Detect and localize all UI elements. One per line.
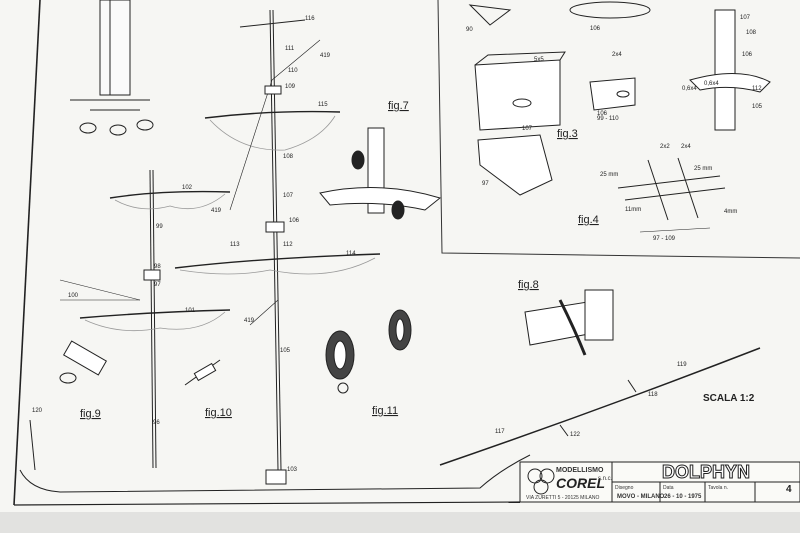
title-date-value: 26 - 10 - 1975 [664,494,702,500]
scale-label: SCALA 1:2 [703,393,755,404]
part-117: 117 [495,429,505,435]
drawing-border-bottom [13,501,521,506]
dim-2x2: 2x2 [660,144,670,150]
part-115: 115 [318,102,328,108]
fore-mast [59,169,231,469]
part-106: 106 [289,218,300,224]
fig10-label: fig.10 [205,407,232,419]
part-120: 120 [32,408,43,414]
fig7-label: fig.7 [388,100,409,112]
fig9-label: fig.9 [80,408,101,420]
part-100: 100 [68,293,79,299]
part-106-c: 106 [597,111,608,117]
fig8-label: fig.8 [518,279,539,291]
part-113: 113 [230,242,240,248]
fig9-fig10-details [59,340,221,386]
title-address: VIA ZURETTI 5 - 20125 MILANO [526,495,599,501]
inset-panel-border [437,0,800,259]
mast-top-detail [70,0,154,136]
title-date-label: Data [663,485,674,491]
part-96: 96 [153,420,160,426]
part-99: 99 [156,224,163,230]
part-106-b: 106 [590,26,601,32]
fig11-label: fig.11 [372,405,398,417]
fig3-detail [474,51,636,196]
title-sheet-label: Tavola n. [708,485,728,491]
title-sheet-value: 4 [786,484,792,495]
part-112: 112 [283,242,293,248]
part-108-inset: 108 [746,30,757,36]
title-brand-top: MODELLISMO [556,467,604,474]
table-shadow [0,512,800,533]
dim-2x4: 2x4 [612,52,622,58]
part-103: 103 [287,467,298,473]
part-119: 119 [677,362,687,368]
hull-and-bowsprit [19,347,761,493]
part-111: 111 [285,46,295,52]
dim-4mm: 4mm [724,209,737,215]
part-106-inset: 106 [742,52,753,58]
dim-2x4-b: 2x4 [681,144,691,150]
dim-11mm: 11mm [625,207,641,213]
part-105: 105 [280,348,291,354]
range-97-109: 97 - 109 [653,236,676,242]
part-105-inset: 105 [752,104,763,110]
part-98: 98 [154,264,161,270]
title-model-name: DOLPHYN [662,462,750,482]
dim-06x4-b: 0,6x4 [704,81,719,87]
part-102: 102 [182,185,193,191]
part-109: 109 [285,84,296,90]
part-107-inset: 107 [740,15,751,21]
dim-25mm-b: 25 mm [694,166,712,172]
part-419-mid: 419 [211,208,222,214]
part-419-top: 419 [320,53,331,59]
part-122: 122 [570,432,581,438]
fig4-label: fig.4 [578,214,599,226]
fig11-blocks [325,309,412,394]
title-brand-name: COREL [556,475,605,491]
mast-fitting-detail [468,1,771,131]
fig3-label: fig.3 [557,128,578,140]
part-110: 110 [288,68,298,74]
part-108: 108 [283,154,294,160]
fig7-detail [319,127,442,220]
title-designer-label: Disegno [615,485,634,491]
range-99-110: 99 - 110 [597,116,619,122]
main-mast [174,9,381,485]
part-97-b: 97 [482,181,489,187]
part-114: 114 [346,251,356,257]
dim-5x5: 5x5 [534,57,544,63]
part-118: 118 [648,392,658,398]
dim-06x4-a: 0,6x4 [682,86,697,92]
part-419-low: 419 [244,318,255,324]
part-97: 97 [154,282,161,288]
part-107-b: 107 [522,126,533,132]
dim-25mm-a: 25 mm [600,172,618,178]
drawing-border-left [13,0,41,506]
part-107: 107 [283,193,294,199]
part-90: 90 [466,27,473,33]
fig4-detail [617,157,726,233]
part-101: 101 [185,308,196,314]
part-116: 116 [305,16,315,22]
title-brand-suffix: s.n.c. [598,476,613,482]
fig8-detail [524,289,614,356]
title-designer-value: MOVO - MILANO [617,494,665,500]
title-block [519,461,800,503]
part-112-inset: 112 [752,86,762,92]
